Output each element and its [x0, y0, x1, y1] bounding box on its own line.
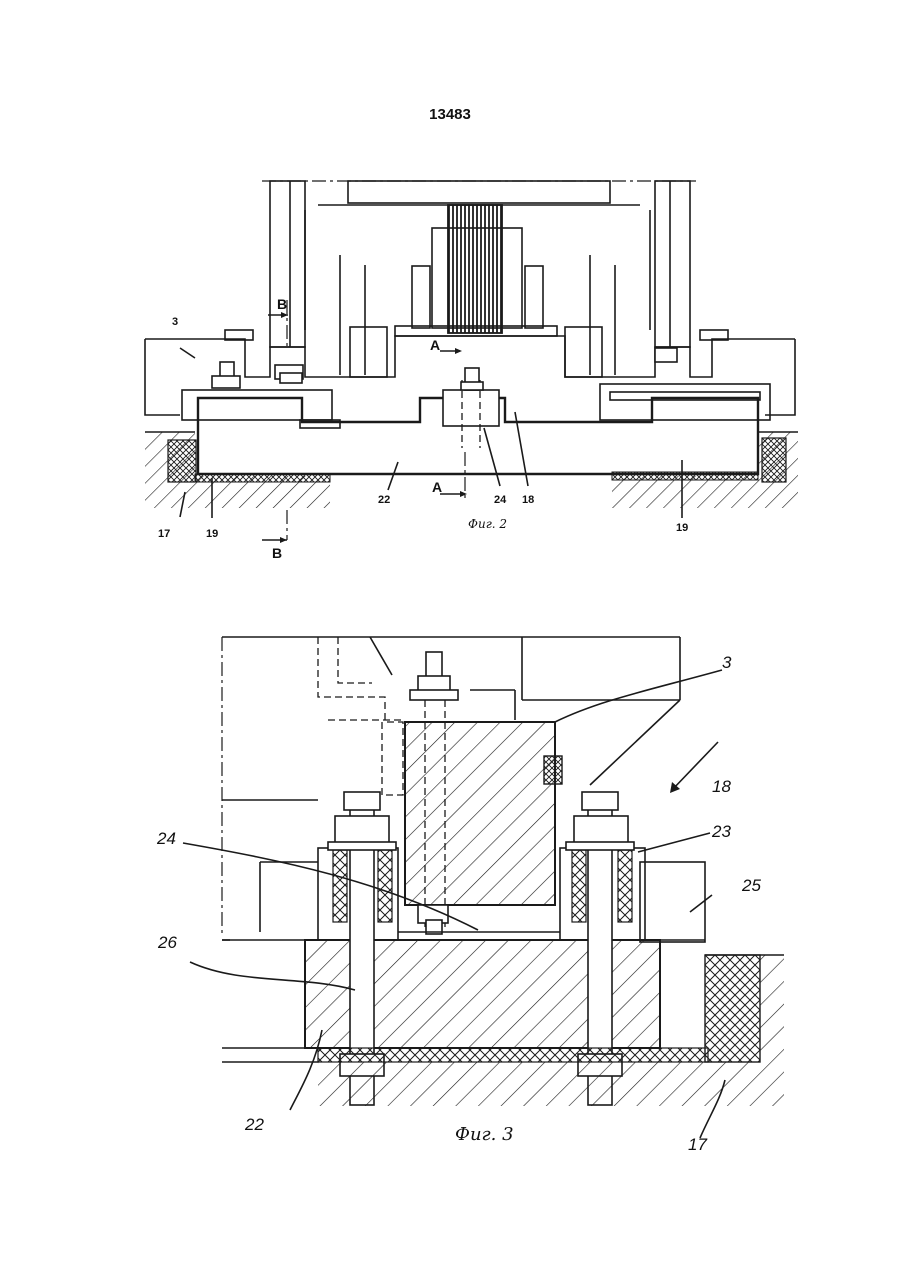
fig2-label-18: 18	[522, 494, 534, 506]
fig3-label-25: 25	[741, 876, 761, 895]
fig3-label-18: 18	[712, 777, 731, 796]
figure-2	[145, 181, 798, 543]
fig2-caption: Фиг. 2	[468, 517, 507, 531]
fig2-label-24: 24	[494, 494, 507, 506]
fig3-label-17: 17	[688, 1135, 707, 1154]
fig2-label-3: 3	[172, 316, 178, 328]
figure-3	[183, 637, 784, 1138]
fig3-label-26: 26	[157, 933, 177, 952]
fig3-label-3: 3	[722, 653, 732, 672]
fig3-label-23: 23	[711, 822, 731, 841]
fig2-section-b-top: B	[277, 296, 287, 312]
fig3-caption: Фиг. 3	[455, 1124, 514, 1145]
fig3-label-22: 22	[244, 1115, 264, 1134]
fig2-section-b-bottom: B	[272, 545, 282, 561]
fig3-label-24: 24	[156, 829, 176, 848]
fig2-label-19-left: 19	[206, 528, 218, 540]
fig2-label-17: 17	[158, 528, 170, 540]
fig2-section-a-bottom: A	[432, 479, 442, 495]
fig2-label-19-right: 19	[676, 522, 688, 534]
fig2-label-22: 22	[378, 494, 390, 506]
fig2-section-a-top: A	[430, 337, 440, 353]
